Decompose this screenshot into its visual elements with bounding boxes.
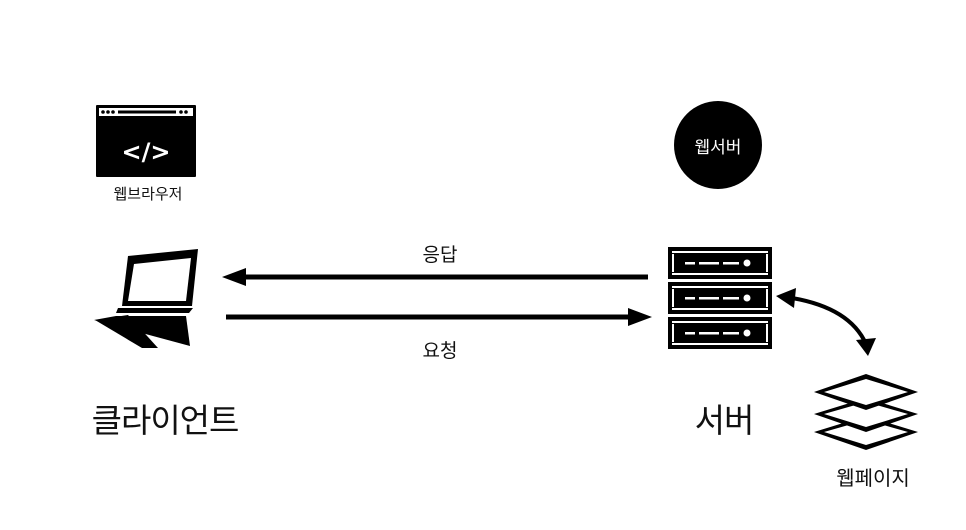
web-server-badge: 웹서버: [674, 101, 762, 189]
response-label: 응답: [422, 244, 458, 266]
server-label: 서버: [694, 401, 755, 440]
browser-window-icon: </>: [96, 105, 196, 177]
web-browser-label: 웹브라우저: [113, 185, 183, 203]
web-pages-layers-icon: [814, 374, 918, 450]
client-label: 클라이언트: [91, 401, 240, 440]
laptop-icon: [94, 249, 198, 348]
web-page-label: 웹페이지: [836, 466, 910, 490]
response-arrow: [222, 268, 648, 286]
code-symbol: </>: [122, 138, 171, 166]
request-label: 요청: [422, 340, 458, 362]
server-rack-icon: [668, 247, 772, 349]
server-webpage-arrow: [776, 288, 876, 356]
request-arrow: [226, 308, 652, 326]
web-server-badge-label: 웹서버: [694, 137, 742, 158]
